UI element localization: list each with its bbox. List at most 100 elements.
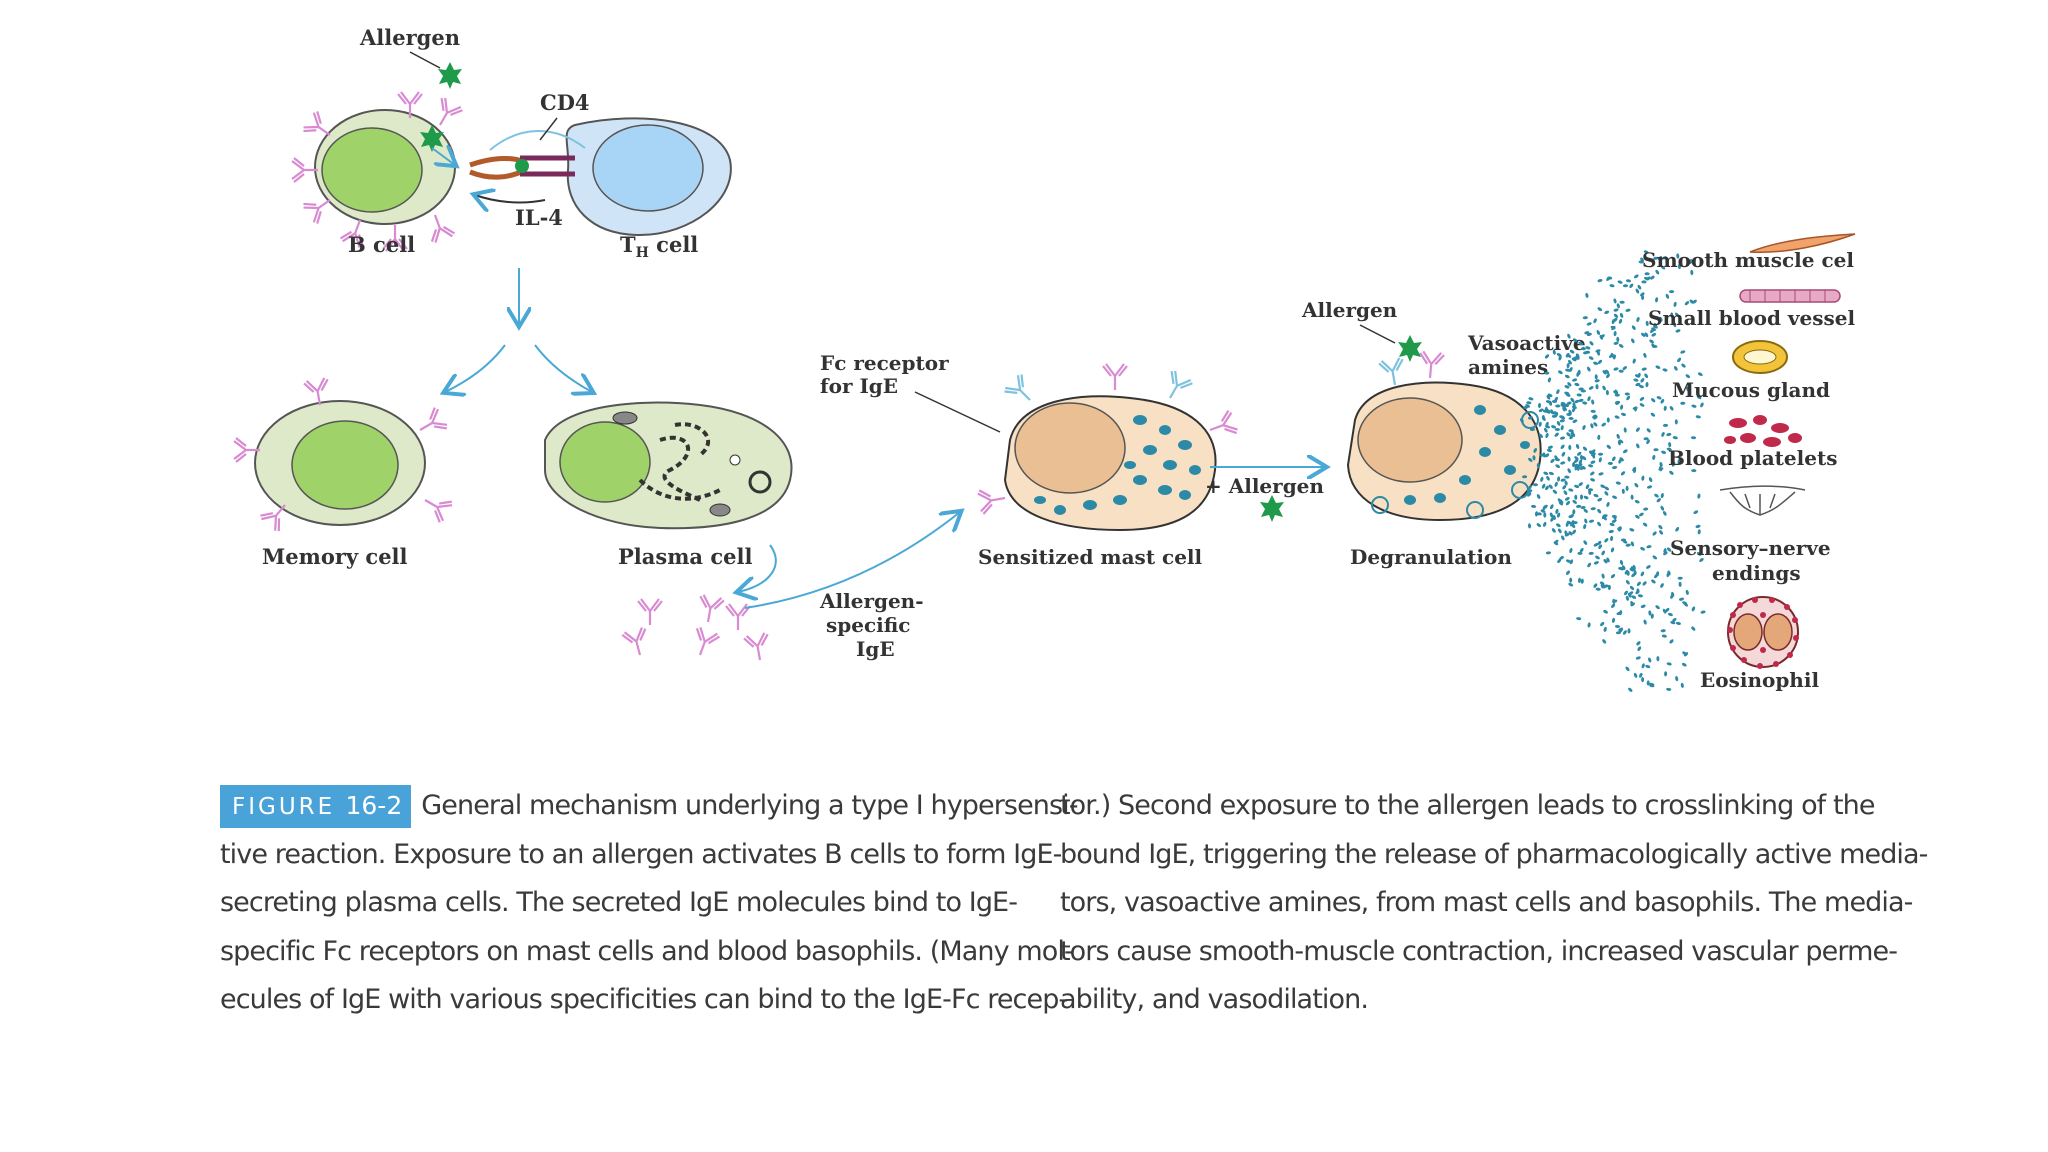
granule (1659, 316, 1663, 322)
label-allergen-specific-ige-1: Allergen- (819, 589, 924, 613)
granule (1650, 613, 1654, 619)
granule (1673, 301, 1677, 307)
granule (1560, 478, 1566, 482)
granule (1549, 512, 1554, 518)
granule (1662, 608, 1667, 614)
granule (1575, 353, 1580, 359)
granule (1538, 433, 1543, 438)
granule (1640, 292, 1645, 297)
granule (1680, 682, 1684, 688)
granule (1560, 461, 1566, 465)
granule (1577, 551, 1583, 555)
granule (1601, 550, 1606, 556)
granule (1544, 354, 1550, 359)
granule (1618, 343, 1624, 348)
granule (1569, 547, 1573, 554)
granule (1681, 662, 1687, 667)
granule (1615, 401, 1621, 405)
granule (1547, 445, 1553, 449)
granule (1599, 581, 1605, 586)
granule (1546, 475, 1550, 481)
granule (1537, 402, 1542, 409)
granule (1566, 570, 1570, 575)
granule (1593, 493, 1599, 498)
granule (1572, 509, 1576, 515)
granule (1569, 559, 1574, 565)
granule (1633, 378, 1639, 382)
granule (1585, 346, 1591, 350)
granule (1691, 606, 1696, 612)
granule (1598, 452, 1604, 456)
granule (1576, 393, 1582, 397)
granule (1675, 621, 1681, 625)
granule (1669, 470, 1674, 475)
caption-line: tor.) Second exposure to the allergen le… (1060, 790, 1875, 821)
granule (1554, 481, 1558, 487)
granule (1538, 421, 1542, 427)
caption-line: ecules of IgE with various specificities… (220, 984, 1068, 1015)
granule (1645, 320, 1649, 326)
granule (1546, 448, 1552, 453)
granule (1677, 264, 1681, 270)
granule (1612, 495, 1618, 499)
granule (1666, 572, 1670, 578)
granule (1597, 508, 1602, 514)
granule (1666, 547, 1672, 552)
granule (1681, 363, 1686, 368)
granule (1667, 612, 1673, 617)
granule (1660, 583, 1664, 588)
granule (1619, 300, 1625, 304)
granule (1554, 539, 1559, 544)
granule (1659, 461, 1663, 468)
granule (1569, 434, 1574, 440)
granule (1595, 587, 1601, 591)
granule (1568, 582, 1574, 587)
granule (1607, 276, 1613, 280)
granule (1610, 535, 1614, 542)
caption-line: secreting plasma cells. The secreted IgE… (220, 887, 1018, 918)
granule (1563, 490, 1568, 496)
granule (1646, 485, 1653, 489)
granule (1583, 351, 1589, 355)
granule (1538, 408, 1544, 413)
granule (1665, 607, 1670, 613)
granule (1665, 293, 1670, 299)
granule (1622, 366, 1628, 371)
granule (1648, 657, 1652, 663)
granule (1529, 427, 1536, 432)
granule (1604, 491, 1609, 496)
granule (1671, 591, 1675, 597)
granule (1570, 397, 1575, 403)
granule (1603, 559, 1608, 564)
granule (1555, 464, 1561, 469)
granule (1578, 341, 1584, 346)
granule (1628, 591, 1634, 596)
granule (1528, 397, 1534, 401)
granule (1545, 421, 1549, 427)
granule (1639, 672, 1643, 678)
granule (1560, 425, 1564, 431)
granule (1643, 352, 1647, 358)
granule (1590, 409, 1596, 413)
eosinophil-icon (1727, 596, 1799, 669)
granule (1611, 519, 1617, 523)
granule (1556, 353, 1562, 357)
label-degranulation: Degranulation (1350, 545, 1512, 569)
granule (1650, 275, 1655, 280)
granule (1641, 663, 1645, 669)
memory-cell (232, 376, 455, 534)
granule (1600, 621, 1605, 627)
granule (1637, 284, 1642, 290)
granule (1569, 577, 1573, 583)
granule (1560, 415, 1566, 420)
granule (1629, 528, 1635, 532)
granule (1603, 626, 1607, 632)
granule (1594, 374, 1598, 380)
granule (1613, 367, 1619, 371)
granule (1582, 425, 1586, 430)
granule (1572, 338, 1578, 343)
granule (1697, 493, 1701, 499)
granule (1564, 475, 1570, 479)
granule (1656, 498, 1661, 503)
